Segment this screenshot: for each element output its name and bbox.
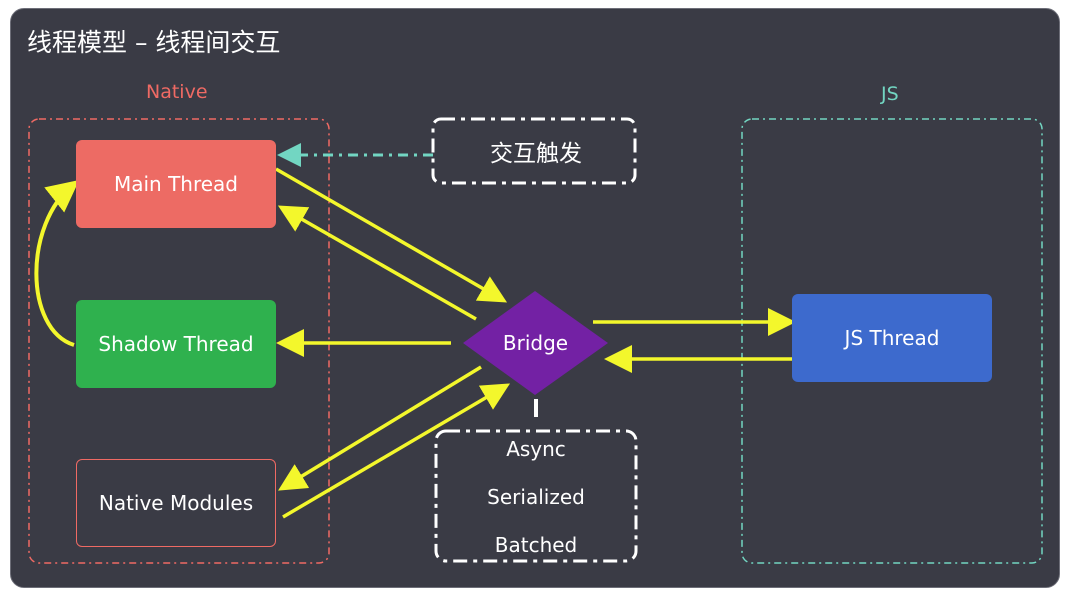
trigger-box bbox=[431, 117, 637, 185]
native-group-label: Native bbox=[146, 81, 208, 103]
js-group-box bbox=[741, 118, 1043, 564]
main-thread-label: Main Thread bbox=[113, 172, 239, 196]
arrow-bridge-to-modules bbox=[278, 365, 482, 491]
bridge-label: Bridge bbox=[502, 331, 569, 355]
native-group-box bbox=[28, 118, 330, 564]
shadow-thread-node: Shadow Thread bbox=[76, 300, 276, 388]
js-thread-label: JS Thread bbox=[844, 326, 940, 350]
native-modules-node: Native Modules bbox=[76, 459, 276, 547]
arrow-main-to-bridge bbox=[275, 167, 508, 303]
diagram-canvas bbox=[28, 117, 1043, 564]
bridge-properties-box bbox=[434, 429, 638, 563]
arrow-bridge-to-main bbox=[277, 205, 477, 321]
bridge-property-async: Async bbox=[506, 437, 566, 461]
main-thread-node: Main Thread bbox=[76, 140, 276, 228]
arrow-shadow-to-main bbox=[34, 180, 80, 347]
js-group-label: JS bbox=[881, 83, 899, 105]
slide: 线程模型 – 线程间交互 Native JS Main Thread Shado… bbox=[10, 8, 1060, 588]
trigger-label: 交互触发 bbox=[490, 141, 582, 167]
bridge-property-serialized: Serialized bbox=[487, 485, 585, 509]
native-modules-label: Native Modules bbox=[98, 491, 254, 515]
page-title: 线程模型 – 线程间交互 bbox=[27, 28, 281, 57]
bridge-diamond bbox=[463, 291, 608, 395]
bridge-property-batched: Batched bbox=[494, 533, 578, 557]
arrow-modules-to-bridge bbox=[282, 383, 511, 519]
js-thread-node: JS Thread bbox=[792, 294, 992, 382]
shadow-thread-label: Shadow Thread bbox=[98, 332, 254, 356]
